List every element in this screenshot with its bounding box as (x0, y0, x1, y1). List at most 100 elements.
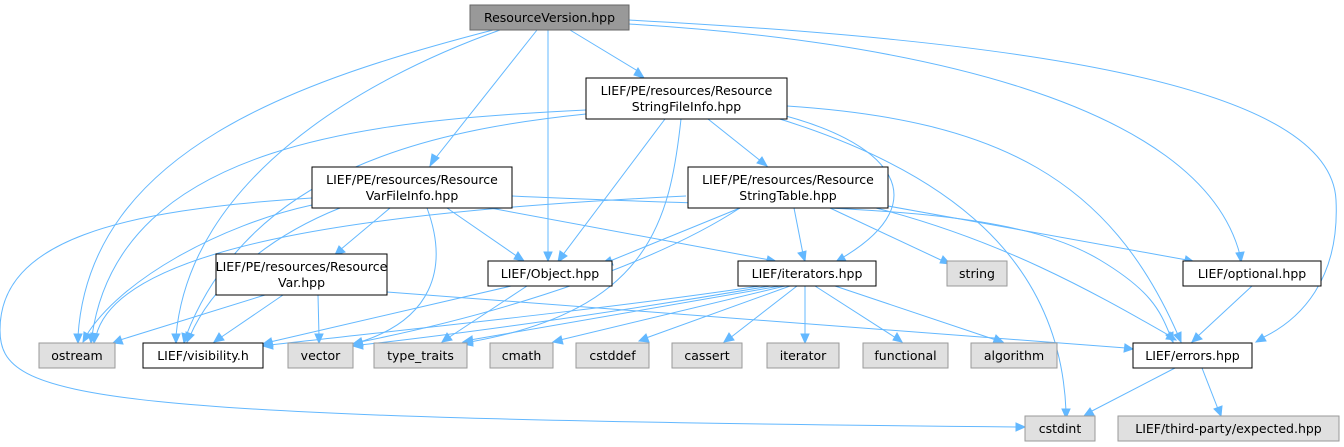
node-label-line1: LIEF/PE/resources/Resource (601, 83, 773, 98)
node-box (585, 77, 788, 120)
node-box (469, 4, 630, 31)
node-label: LIEF/visibility.h (157, 348, 249, 363)
node-label: type_traits (387, 348, 454, 363)
node-resourcestringtable[interactable]: LIEF/PE/resources/Resource StringTable.h… (687, 166, 889, 209)
node-resourcestringfileinfo[interactable]: LIEF/PE/resources/Resource StringFileInf… (585, 77, 788, 120)
node-vector[interactable]: vector (287, 342, 354, 369)
edge-stringfileinfo-to-errors (786, 105, 1182, 344)
edge-varfileinfo-to-ostream (82, 204, 313, 344)
node-box (575, 342, 650, 369)
node-label-line2: VarFileInfo.hpp (366, 188, 459, 203)
edge-varfileinfo-to-iterators (489, 207, 779, 265)
node-cassert[interactable]: cassert (671, 342, 743, 369)
node-box (687, 166, 889, 209)
node-box (946, 260, 1008, 287)
edges-layer (0, 19, 1337, 432)
nodes-layer: ResourceVersion.hpp LIEF/PE/resources/Re… (38, 4, 1340, 442)
node-box (142, 342, 264, 369)
edge-stringtable-to-string (829, 207, 952, 265)
node-box (1117, 415, 1340, 442)
node-box (487, 260, 613, 287)
edge-iterators-to-visibility (261, 285, 761, 350)
node-cstdint[interactable]: cstdint (1024, 415, 1096, 442)
node-label: ResourceVersion.hpp (484, 10, 615, 25)
node-cmath[interactable]: cmath (489, 342, 554, 369)
node-box (489, 342, 554, 369)
node-errors[interactable]: LIEF/errors.hpp (1132, 342, 1253, 369)
node-type-traits[interactable]: type_traits (373, 342, 468, 369)
node-box (1132, 342, 1253, 369)
edge-var-to-ostream (111, 294, 266, 345)
node-resourcevar[interactable]: LIEF/PE/resources/Resource Var.hpp (215, 253, 388, 296)
edge-stringfileinfo-to-visibility (181, 113, 587, 345)
edge-stringtable-to-iterators (793, 207, 807, 263)
node-ostream[interactable]: ostream (38, 342, 116, 369)
node-algorithm[interactable]: algorithm (970, 342, 1058, 369)
node-label: LIEF/third-party/expected.hpp (1135, 421, 1322, 436)
node-label: cstddef (589, 348, 636, 363)
node-label-line1: LIEF/PE/resources/Resource (702, 172, 874, 187)
edge-iterators-to-iterator (800, 286, 810, 345)
node-resourceversion[interactable]: ResourceVersion.hpp (469, 4, 630, 31)
node-box (737, 260, 877, 287)
node-box (311, 166, 513, 209)
edge-iterators-to-type-traits (461, 285, 781, 345)
edge-stringfileinfo-to-cstdint (769, 115, 1071, 420)
edge-root-to-errors (628, 19, 1337, 343)
node-label: cstdint (1039, 421, 1082, 436)
edge-errors-to-expected (1201, 367, 1223, 418)
node-label-line2: Var.hpp (278, 275, 325, 290)
node-label-line1: LIEF/PE/resources/Resource (326, 172, 498, 187)
node-box (1024, 415, 1096, 442)
node-label: LIEF/optional.hpp (1198, 266, 1306, 281)
node-label: vector (301, 348, 342, 363)
node-cstddef[interactable]: cstddef (575, 342, 650, 369)
node-box (287, 342, 354, 369)
node-optional[interactable]: LIEF/optional.hpp (1182, 260, 1322, 287)
edge-iterators-to-cmath (551, 285, 786, 345)
node-label: LIEF/errors.hpp (1145, 348, 1240, 363)
node-label: string (959, 266, 995, 281)
node-label-line2: StringFileInfo.hpp (632, 99, 741, 114)
edge-varfileinfo-to-object (446, 207, 526, 262)
edge-root-to-object (543, 30, 553, 263)
node-string[interactable]: string (946, 260, 1008, 287)
edge-root-to-stringfileinfo (569, 29, 646, 79)
edge-stringtable-to-object (601, 207, 741, 266)
node-label: algorithm (984, 348, 1044, 363)
edge-root-to-optional (628, 23, 1245, 264)
edge-var-to-visibility (213, 294, 284, 343)
edge-var-to-errors (386, 291, 1135, 353)
edge-var-to-vector (314, 294, 324, 345)
node-resourcevarfileinfo[interactable]: LIEF/PE/resources/Resource VarFileInfo.h… (311, 166, 513, 209)
edge-stringtable-to-errors (875, 207, 1178, 341)
node-box (862, 342, 949, 369)
edge-iterators-to-cassert (723, 285, 798, 343)
edge-root-to-visibility (171, 29, 501, 345)
node-box (1182, 260, 1322, 287)
node-box (766, 342, 840, 369)
node-box (373, 342, 468, 369)
edge-root-to-varfileinfo (429, 29, 538, 168)
node-iterator[interactable]: iterator (766, 342, 840, 369)
node-box (215, 253, 388, 296)
edge-root-to-ostream (73, 29, 494, 345)
node-object[interactable]: LIEF/Object.hpp (487, 260, 613, 287)
node-third-party-expected[interactable]: LIEF/third-party/expected.hpp (1117, 415, 1340, 442)
edge-stringfileinfo-to-stringtable (707, 118, 769, 167)
edge-errors-to-cstdint (1082, 367, 1176, 417)
node-functional[interactable]: functional (862, 342, 949, 369)
node-visibility[interactable]: LIEF/visibility.h (142, 342, 264, 369)
node-box (671, 342, 743, 369)
node-label-line2: StringTable.hpp (739, 188, 836, 203)
node-label: functional (874, 348, 936, 363)
node-label-line1: LIEF/PE/resources/Resource (216, 259, 388, 274)
edge-iterators-to-functional (814, 285, 903, 343)
edge-iterators-to-vector (351, 285, 771, 350)
node-iterators[interactable]: LIEF/iterators.hpp (737, 260, 877, 287)
edge-optional-to-errors (1191, 285, 1253, 343)
edge-stringfileinfo-to-object (557, 118, 666, 264)
edge-object-to-type-traits (441, 283, 531, 343)
